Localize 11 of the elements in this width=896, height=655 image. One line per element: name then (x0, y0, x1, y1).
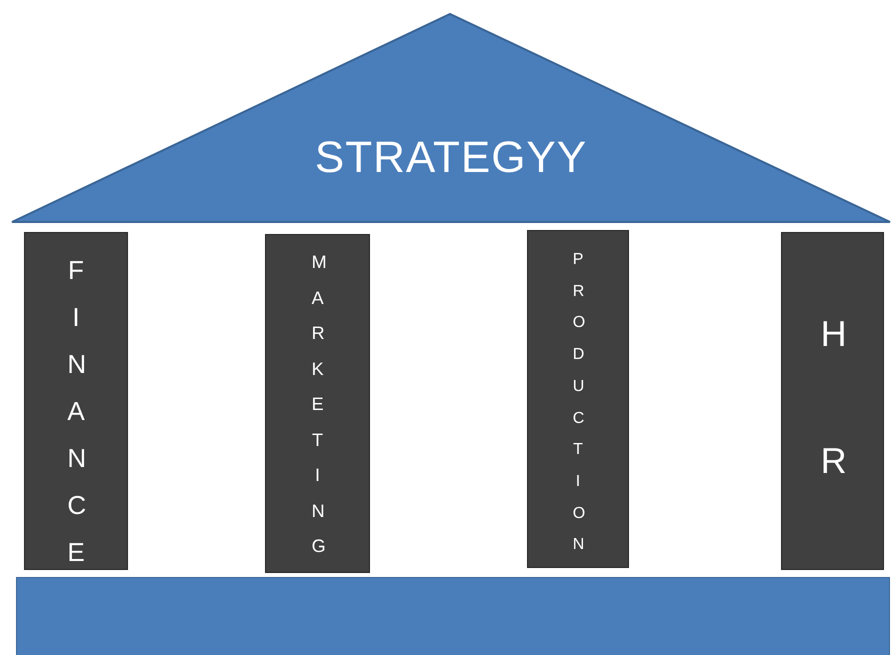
pillar (527, 230, 629, 568)
roof-title: STRATEGYY (314, 136, 588, 180)
roof-triangle (10, 12, 892, 225)
pillar (24, 232, 128, 570)
pillar-label: MARKETING (312, 251, 324, 558)
base-bar (16, 577, 890, 655)
pillar-label: FINANCE (67, 254, 85, 569)
pillar (781, 232, 884, 570)
pillar-label: PRODUCTION (572, 250, 584, 556)
pillar (265, 234, 370, 573)
pillar-label: HR (820, 312, 844, 483)
